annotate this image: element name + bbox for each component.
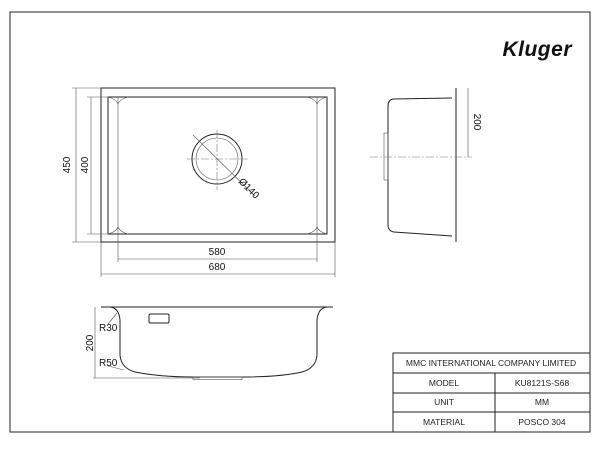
overall-width-label: 680	[209, 262, 226, 273]
side-height-label: 200	[471, 114, 482, 131]
drawing-frame	[9, 11, 591, 433]
overall-depth-label: 450	[62, 156, 73, 173]
sink-outer-outline	[100, 87, 336, 243]
unit-value: MM	[535, 397, 549, 407]
overflow-slot	[148, 313, 170, 324]
front-height-label: 200	[85, 334, 96, 351]
bowl-width-label: 580	[209, 247, 226, 258]
model-label: MODEL	[429, 378, 460, 388]
company-name: MMC INTERNATIONAL COMPANY LIMITED	[406, 358, 576, 368]
drain-diameter-label: Ø140	[236, 176, 261, 201]
front-view: 200 R30 R50	[85, 306, 333, 380]
material-value: POSCO 304	[518, 417, 566, 427]
material-label: MATERIAL	[423, 417, 465, 427]
radius-top-label: R30	[99, 323, 118, 334]
radius-bottom-label: R50	[99, 358, 118, 369]
brand-logo: Kluger	[502, 38, 573, 61]
side-view: 200	[370, 88, 482, 242]
title-block: MMC INTERNATIONAL COMPANY LIMITED MODEL …	[392, 352, 591, 433]
bowl-depth-label: 400	[80, 156, 91, 173]
top-view: Ø140 450 400 580 680	[62, 87, 336, 277]
bowl-outline	[107, 96, 328, 235]
model-value: KU8121S-S68	[515, 378, 570, 388]
unit-label: UNIT	[434, 397, 454, 407]
